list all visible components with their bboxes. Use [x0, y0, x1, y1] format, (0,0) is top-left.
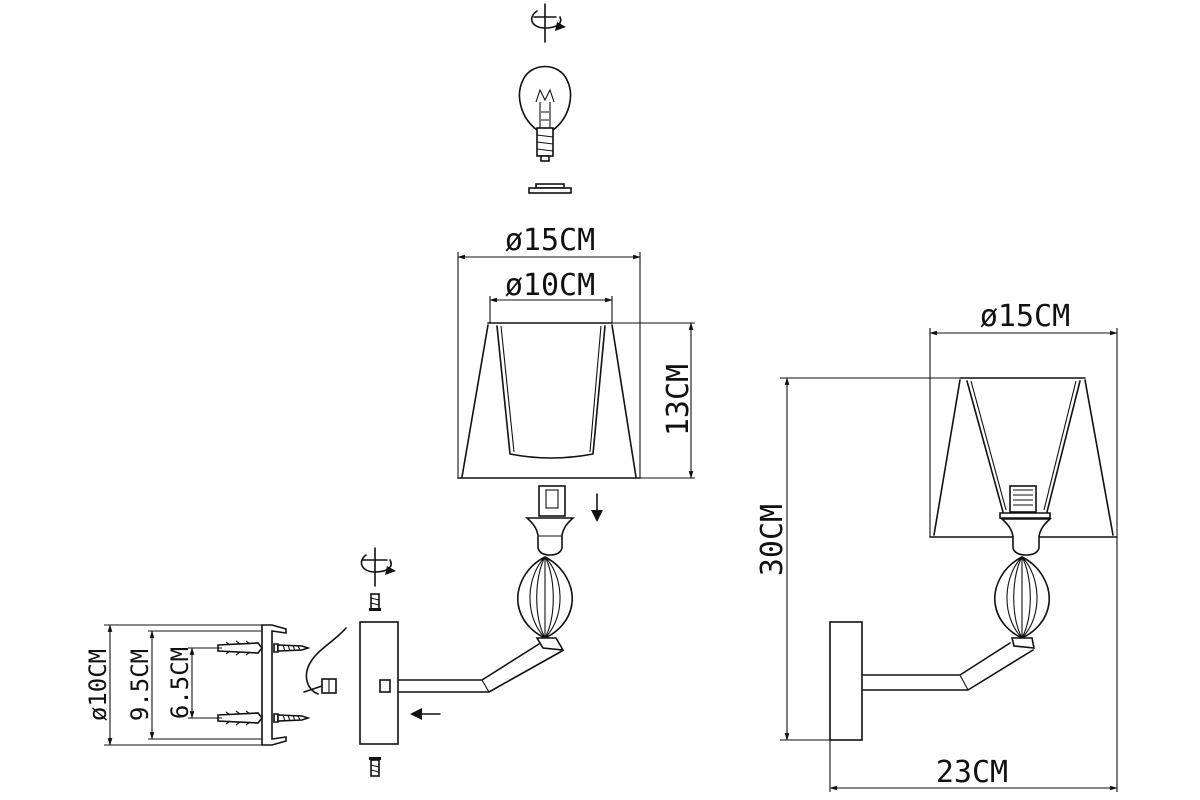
ring-nut [528, 183, 572, 194]
screw-icon [369, 593, 381, 611]
screw-spacing-label: 6.5CM [166, 647, 194, 719]
shade-inner-diameter-label: ø10CM [505, 268, 595, 303]
screw-icon [369, 757, 381, 777]
assembled-height-label: 30CM [755, 504, 790, 576]
lamp-shade-exploded: ø15CM ø10CM 13CM [457, 223, 696, 479]
shade-height-label: 13CM [661, 364, 696, 436]
rotate-icon [360, 547, 396, 587]
rotate-icon [530, 3, 566, 43]
arrow-left-icon [410, 708, 441, 720]
wall-plate [359, 621, 399, 745]
lamp-assembled-view: ø15CM 30CM 23CM [755, 299, 1118, 792]
arrow-down-icon [591, 493, 603, 522]
bracket-span-label: 9.5CM [126, 649, 154, 721]
mounting-bracket [217, 624, 347, 746]
assembled-projection-label: 23CM [936, 755, 1008, 790]
lamp-holder-exploded [397, 485, 576, 693]
base-diameter-label: ø10CM [84, 649, 112, 721]
assembled-shade-diameter-label: ø15CM [980, 299, 1070, 334]
light-bulb-icon [518, 65, 572, 162]
bracket-dimensions: ø10CM 9.5CM 6.5CM [84, 624, 264, 746]
shade-outer-diameter-label: ø15CM [505, 223, 595, 258]
